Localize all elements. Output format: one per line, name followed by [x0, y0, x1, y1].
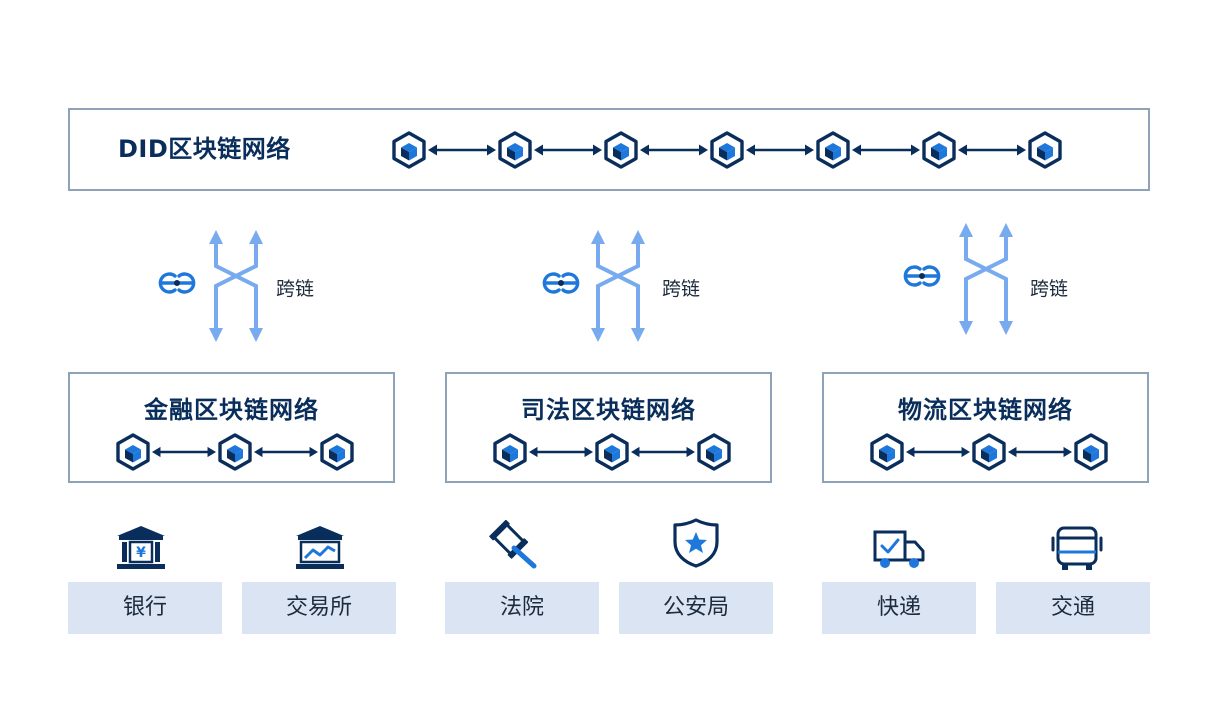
block-node-icon [216, 433, 254, 471]
exchange-icon [296, 526, 344, 569]
block-node-icon [695, 433, 733, 471]
block-node-icon [496, 131, 534, 169]
bidirectional-arrow-icon [254, 445, 318, 459]
block-node-icon [708, 131, 746, 169]
judicial-network-box: 司法区块链网络 [445, 372, 772, 483]
block-node-icon [1072, 433, 1110, 471]
block-node-icon [602, 131, 640, 169]
endpoint-label-police: 公安局 [619, 582, 773, 634]
block-node-icon [593, 433, 631, 471]
cross-chain-label: 跨链 [276, 278, 315, 300]
bank-icon: ¥ [117, 526, 165, 569]
judicial-network-title: 司法区块链网络 [521, 396, 696, 424]
endpoint-label-express: 快递 [822, 582, 976, 634]
endpoint-label-court: 法院 [445, 582, 599, 634]
block-node-icon [390, 131, 428, 169]
block-node-icon [920, 131, 958, 169]
bidirectional-arrow-icon [906, 445, 970, 459]
logistics-network-title: 物流区块链网络 [898, 396, 1073, 424]
bidirectional-arrow-icon [852, 143, 920, 157]
finance-network-box: 金融区块链网络 [68, 372, 395, 483]
bidirectional-arrow-icon [529, 445, 593, 459]
svg-text:¥: ¥ [136, 545, 146, 561]
bidirectional-arrow-icon [1008, 445, 1072, 459]
bidirectional-arrow-icon [958, 143, 1026, 157]
cross-chain-arrows-icon [941, 221, 1031, 337]
cross-chain-arrows-icon [573, 228, 663, 344]
bidirectional-arrow-icon [746, 143, 814, 157]
gavel-icon [489, 520, 537, 569]
finance-chain [114, 432, 356, 472]
bidirectional-arrow-icon [152, 445, 216, 459]
did-chain [390, 130, 1064, 170]
finance-network-title: 金融区块链网络 [144, 396, 319, 424]
police-shield-icon [673, 518, 719, 568]
cross-chain-arrows-icon [191, 228, 281, 344]
interchain-logo-icon [900, 263, 944, 289]
block-node-icon [970, 433, 1008, 471]
bus-icon [1051, 526, 1103, 570]
judicial-chain [491, 432, 733, 472]
logistics-chain [868, 432, 1110, 472]
did-network-title: DID区块链网络 [118, 135, 291, 163]
bidirectional-arrow-icon [428, 143, 496, 157]
endpoint-label-bank: 银行 [68, 582, 222, 634]
cross-chain-label: 跨链 [1030, 278, 1069, 300]
block-node-icon [868, 433, 906, 471]
bidirectional-arrow-icon [631, 445, 695, 459]
bidirectional-arrow-icon [640, 143, 708, 157]
block-node-icon [114, 433, 152, 471]
logistics-network-box: 物流区块链网络 [822, 372, 1149, 483]
block-node-icon [814, 131, 852, 169]
block-node-icon [491, 433, 529, 471]
endpoint-label-exchange: 交易所 [242, 582, 396, 634]
block-node-icon [1026, 131, 1064, 169]
cross-chain-label: 跨链 [662, 278, 701, 300]
did-network-box: DID区块链网络 [68, 108, 1150, 191]
bidirectional-arrow-icon [534, 143, 602, 157]
endpoint-label-transport: 交通 [996, 582, 1150, 634]
delivery-truck-icon [873, 530, 925, 568]
block-node-icon [318, 433, 356, 471]
